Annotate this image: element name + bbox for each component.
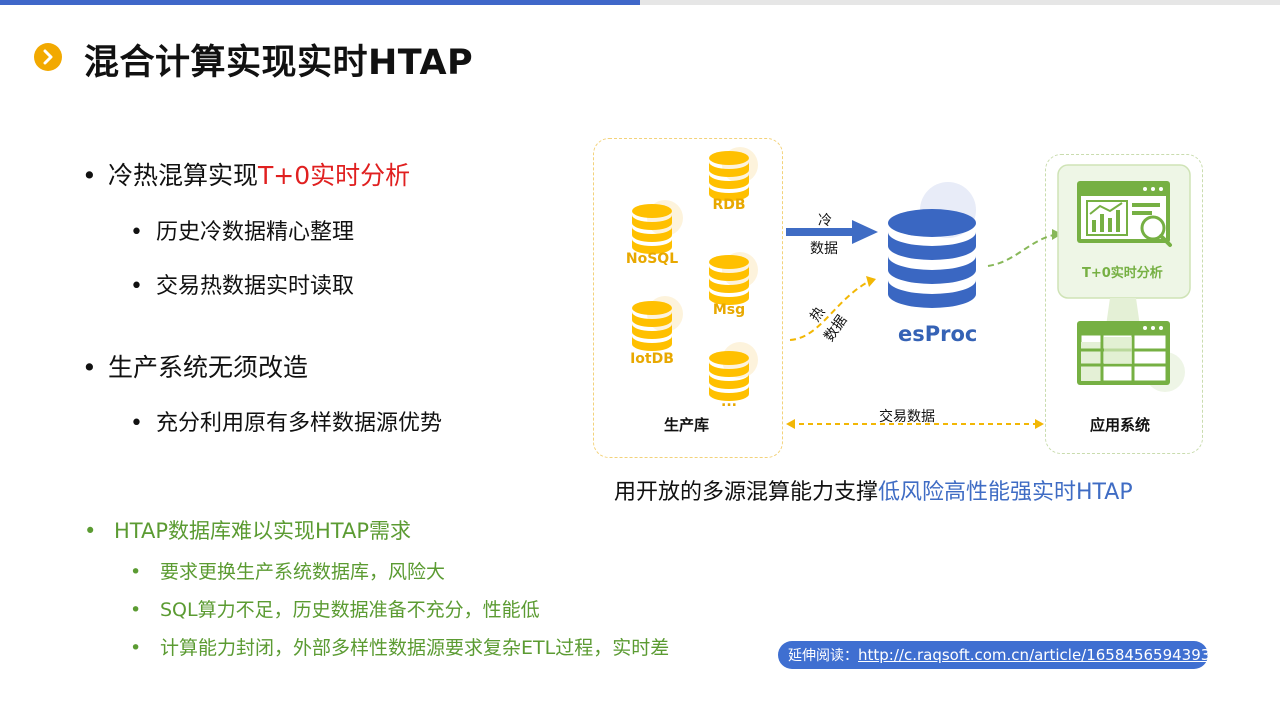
top-accent-bar	[0, 0, 640, 5]
table-screen-icon	[1077, 321, 1170, 385]
further-reading-label: 延伸阅读：	[788, 648, 858, 664]
production-db-label: 生产库	[664, 416, 710, 434]
production-db-box	[593, 138, 783, 458]
nosql-label: NoSQL	[625, 251, 679, 267]
bullet-hot-data: •交易热数据实时读取	[130, 274, 355, 299]
bullet-performance: •SQL算力不足，历史数据准备不充分，性能低	[130, 599, 540, 621]
esproc-db-icon	[888, 209, 976, 308]
iotdb-label: IotDB	[630, 351, 674, 367]
trade-data-label: 交易数据	[879, 409, 935, 425]
analysis-label: T+0实时分析	[1082, 266, 1163, 281]
chevron-right-icon	[34, 43, 62, 71]
msg-label: Msg	[712, 302, 746, 318]
page-title: 混合计算实现实时HTAP	[84, 43, 474, 83]
application-system-box	[1045, 154, 1203, 454]
rdb-label: RDB	[712, 197, 746, 213]
bullet-htap-difficulty: •HTAP数据库难以实现HTAP需求	[84, 519, 412, 543]
other-db-label: ...	[721, 394, 737, 410]
cold-data-label: 数据	[810, 241, 838, 257]
bullet-hot-cold: •冷热混算实现T+0实时分析	[82, 161, 411, 190]
bullet-risk: •要求更换生产系统数据库，风险大	[130, 561, 446, 583]
bullet-no-change: •生产系统无须改造	[82, 353, 309, 382]
cold-label: 冷	[818, 213, 832, 229]
bullet-diverse-sources: •充分利用原有多样数据源优势	[130, 411, 443, 436]
esproc-label: esProc	[898, 322, 978, 346]
further-reading-pill: 延伸阅读： http://c.raqsoft.com.cn/article/16…	[778, 641, 1211, 669]
diagram-caption: 用开放的多源混算能力支撑低风险高性能强实时HTAP	[614, 480, 1133, 505]
top-accent-bar-gray	[640, 0, 1280, 5]
bullet-realtime: •计算能力封闭，外部多样性数据源要求复杂ETL过程，实时差	[130, 637, 670, 659]
bullet-cold-data: •历史冷数据精心整理	[130, 220, 355, 245]
analytics-screen-icon	[1077, 181, 1172, 247]
application-system-label: 应用系统	[1090, 416, 1151, 434]
further-reading-link[interactable]: http://c.raqsoft.com.cn/article/16584565…	[858, 646, 1211, 664]
